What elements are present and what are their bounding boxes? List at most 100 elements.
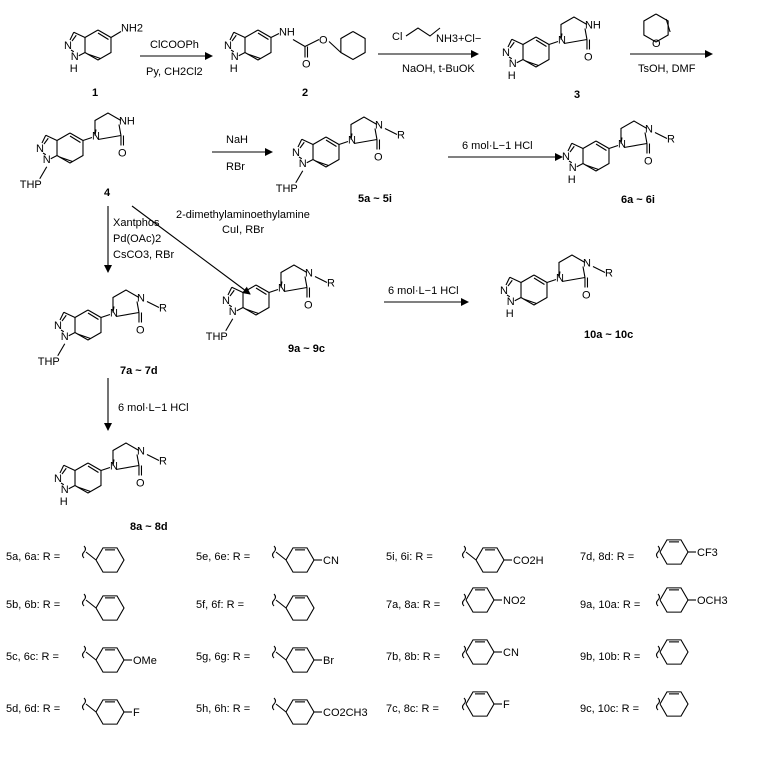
r-group-entry: 9c, 10c: R = — [580, 691, 689, 717]
indazole-n2-label: N — [224, 40, 232, 52]
attachment-wavy-bond — [461, 593, 467, 607]
indazole-n1-label: N — [509, 58, 517, 70]
r-group-label: 5g, 6g: R = — [196, 651, 250, 663]
urea-n-r: N — [137, 446, 145, 458]
attachment-wavy-bond — [81, 697, 87, 711]
indazole-n1-label: N — [61, 484, 69, 496]
urea-n-r: N — [137, 293, 145, 305]
r-group-substituent: CN — [323, 555, 339, 567]
r-group-substituent: CO2H — [513, 555, 544, 567]
urea-carbonyl-o: O — [374, 152, 383, 164]
urea-n-aryl: N — [110, 308, 118, 320]
r-group-label: 5a, 6a: R = — [6, 551, 60, 563]
r-group-label: 9b, 10b: R = — [580, 651, 640, 663]
urea-carbonyl-o: O — [582, 290, 591, 302]
indazole-n1-label: N — [71, 51, 79, 63]
urea-n-r: N — [375, 120, 383, 132]
compound-label-9: 9a ~ 9c — [288, 343, 325, 355]
attachment-wavy-bond — [271, 545, 277, 559]
cond-step1-top: ClCOOPh — [150, 39, 199, 51]
r-group-label: 5b, 6b: R = — [6, 599, 60, 611]
indazole-nh-label: H — [508, 70, 516, 82]
urea-n-r: N — [583, 258, 591, 270]
carbamate-o-label: O — [319, 35, 328, 47]
urea-carbonyl-o: O — [644, 156, 653, 168]
indazole-nh-label: H — [60, 496, 68, 508]
carbamate-co-label: O — [302, 59, 311, 71]
indazole-n2-label: N — [54, 320, 62, 332]
attachment-wavy-bond — [655, 593, 661, 607]
cond-step6-c: CsCO3, RBr — [113, 249, 174, 261]
urea-n-aryl: N — [558, 35, 566, 47]
r-group-entry: 5i, 6i: R = CO2H — [386, 545, 544, 573]
attachment-wavy-bond — [461, 697, 467, 711]
cond-step2-reagent: NH3+Cl− — [436, 33, 481, 45]
arrow-step7 — [131, 205, 251, 295]
thp-label: THP — [276, 183, 298, 195]
urea-n-aryl: N — [110, 461, 118, 473]
compound-label-6: 6a ~ 6i — [621, 194, 655, 206]
urea-n-r: N — [645, 124, 653, 136]
urea-n-aryl: N — [92, 131, 100, 143]
cond-step4-top: NaH — [226, 134, 248, 146]
r-group-label: 7b, 8b: R = — [386, 651, 440, 663]
cond-step9: 6 mol·L−1 HCl — [118, 402, 189, 414]
indazole-n1-label: N — [229, 306, 237, 318]
cond-step6-b: Pd(OAc)2 — [113, 233, 161, 245]
indazole-n1-label: N — [507, 296, 515, 308]
cond-step3-bottom: TsOH, DMF — [638, 63, 696, 75]
indazole-n2-label: N — [502, 47, 510, 59]
urea-n-aryl: N — [278, 283, 286, 295]
r-group-label: 5c, 6c: R = — [6, 651, 59, 663]
indazole-nh-label: H — [568, 174, 576, 186]
cond-step5: 6 mol·L−1 HCl — [462, 140, 533, 152]
r-group-substituent: CF3 — [697, 547, 718, 559]
compound-label-7: 7a ~ 7d — [120, 365, 158, 377]
r-group-label: 5e, 6e: R = — [196, 551, 250, 563]
r-group-substituent: CO2CH3 — [323, 707, 368, 719]
indazole-nh-label: H — [70, 63, 78, 75]
r-group-label: 5h, 6h: R = — [196, 703, 250, 715]
urea-n-r: N — [305, 268, 313, 280]
urea-nh-label: NH — [119, 116, 135, 128]
r-group-label: 7a, 8a: R = — [386, 599, 440, 611]
attachment-wavy-bond — [81, 645, 87, 659]
attachment-wavy-bond — [655, 697, 661, 711]
r-label: R — [327, 278, 335, 290]
dihydropyran-o-label: O — [652, 38, 661, 50]
urea-carbonyl-o: O — [136, 478, 145, 490]
attachment-wavy-bond — [271, 697, 277, 711]
amine-label: NH2 — [121, 23, 143, 35]
cond-step2-bottom: NaOH, t-BuOK — [402, 63, 475, 75]
cond-step7-a: 2-dimethylaminoethylamine — [176, 209, 310, 221]
cond-step6-a: Xantphos — [113, 217, 160, 229]
cond-step4-bottom: RBr — [226, 161, 245, 173]
compound-label-1: 1 — [92, 87, 98, 99]
thp-label: THP — [20, 179, 42, 191]
r-label: R — [397, 130, 405, 142]
thp-label: THP — [206, 331, 228, 343]
r-group-label: 5i, 6i: R = — [386, 551, 433, 563]
compound-label-10: 10a ~ 10c — [584, 329, 633, 341]
indazole-n2-label: N — [500, 285, 508, 297]
r-label: R — [159, 456, 167, 468]
r-group-entry: 5a, 6a: R = — [6, 545, 125, 573]
structure-reagent-dihydropyran: O — [643, 13, 671, 50]
cond-step1-bottom: Py, CH2Cl2 — [146, 66, 203, 78]
urea-n-aryl: N — [348, 135, 356, 147]
compound-label-5: 5a ~ 5i — [358, 193, 392, 205]
r-group-label: 7c, 8c: R = — [386, 703, 439, 715]
thp-label: THP — [38, 356, 60, 368]
attachment-wavy-bond — [461, 645, 467, 659]
indazole-n1-label: N — [231, 51, 239, 63]
r-label: R — [605, 268, 613, 280]
r-group-entry: 7d, 8d: R =CF3 — [580, 539, 718, 565]
compound-label-4: 4 — [104, 187, 111, 199]
r-group-substituent: OCH3 — [697, 595, 728, 607]
attachment-wavy-bond — [655, 645, 661, 659]
